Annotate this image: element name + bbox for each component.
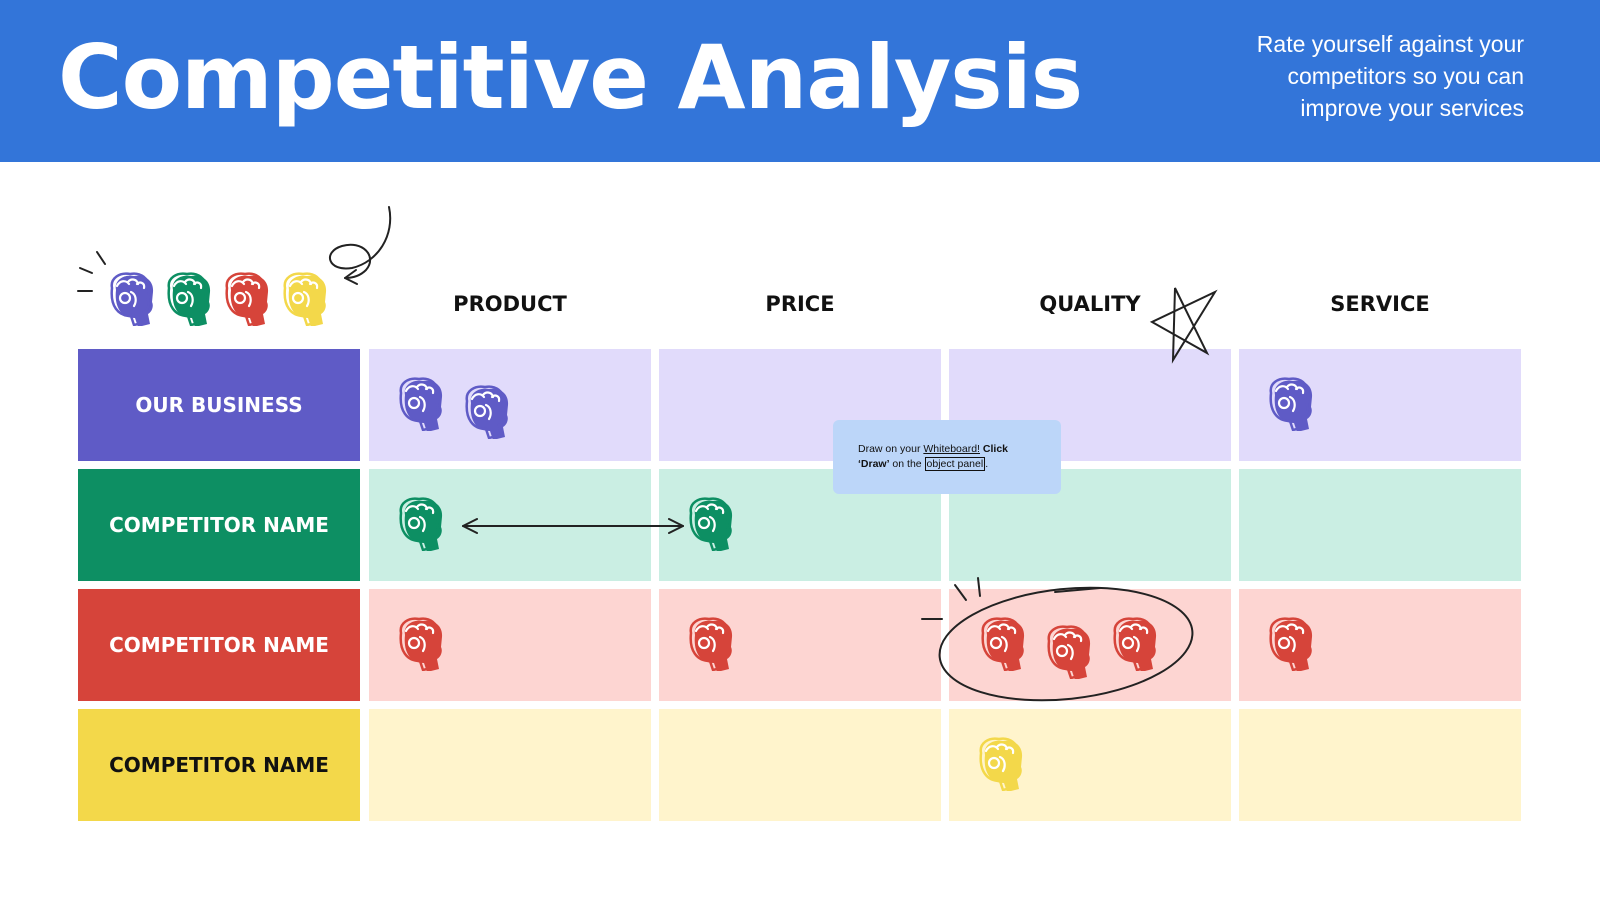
- page-subtitle: Rate yourself against your competitors s…: [1164, 28, 1524, 124]
- sparkle-stroke: [96, 251, 106, 265]
- grid-cell[interactable]: [1239, 469, 1521, 581]
- page-title: Competitive Analysis: [58, 26, 1083, 129]
- purple-fist-icon[interactable]: [104, 270, 156, 327]
- tooltip-text: .: [985, 458, 989, 470]
- row-label-competitor: COMPETITOR NAME: [78, 469, 360, 581]
- green-fist-icon[interactable]: [161, 270, 213, 327]
- rating-fist-icon[interactable]: [393, 615, 445, 672]
- subtitle-line: Rate yourself against your: [1256, 31, 1524, 57]
- subtitle-line: competitors so you can: [1287, 63, 1524, 89]
- column-header-price: PRICE: [765, 292, 835, 316]
- rating-fist-icon[interactable]: [393, 495, 445, 552]
- rating-fist-icon[interactable]: [973, 735, 1025, 792]
- draw-hint-tooltip: Draw on your Whiteboard! Click ‘Draw’ on…: [833, 420, 1061, 494]
- rating-fist-icon[interactable]: [459, 383, 511, 440]
- header-banner: Competitive Analysis Rate yourself again…: [0, 0, 1600, 162]
- tooltip-text: Click: [979, 443, 1008, 455]
- subtitle-line: improve your services: [1300, 95, 1524, 121]
- tooltip-whiteboard-link[interactable]: Whiteboard!: [923, 443, 980, 455]
- row-label-our-business: OUR BUSINESS: [78, 349, 360, 461]
- column-header-service: SERVICE: [1330, 292, 1430, 316]
- grid-cell[interactable]: [659, 709, 941, 821]
- column-header-product: PRODUCT: [453, 292, 567, 316]
- rating-fist-icon[interactable]: [683, 615, 735, 672]
- arrowhead: [344, 269, 358, 285]
- rating-fist-icon[interactable]: [1041, 623, 1093, 680]
- tooltip-line-2: ‘Draw’ on the object panel.: [858, 457, 1061, 472]
- grid-cell[interactable]: [369, 709, 651, 821]
- rating-fist-icon[interactable]: [683, 495, 735, 552]
- yellow-fist-icon[interactable]: [277, 270, 329, 327]
- rating-fist-icon[interactable]: [1263, 615, 1315, 672]
- row-label-competitor: COMPETITOR NAME: [78, 709, 360, 821]
- tooltip-object-panel: object panel: [924, 457, 986, 471]
- tooltip-text: on the: [889, 458, 925, 470]
- tooltip-text: ‘Draw’: [858, 458, 890, 470]
- rating-fist-icon[interactable]: [1107, 615, 1159, 672]
- column-header-quality: QUALITY: [1039, 292, 1141, 316]
- row-label-competitor: COMPETITOR NAME: [78, 589, 360, 701]
- rating-fist-icon[interactable]: [975, 615, 1027, 672]
- rating-fist-icon[interactable]: [1263, 375, 1315, 432]
- tooltip-text: Draw on your: [858, 443, 924, 455]
- curly-arrow: [329, 206, 392, 279]
- red-fist-icon[interactable]: [219, 270, 271, 327]
- sparkle-stroke: [79, 267, 93, 274]
- grid-cell[interactable]: [1239, 709, 1521, 821]
- rating-fist-icon[interactable]: [393, 375, 445, 432]
